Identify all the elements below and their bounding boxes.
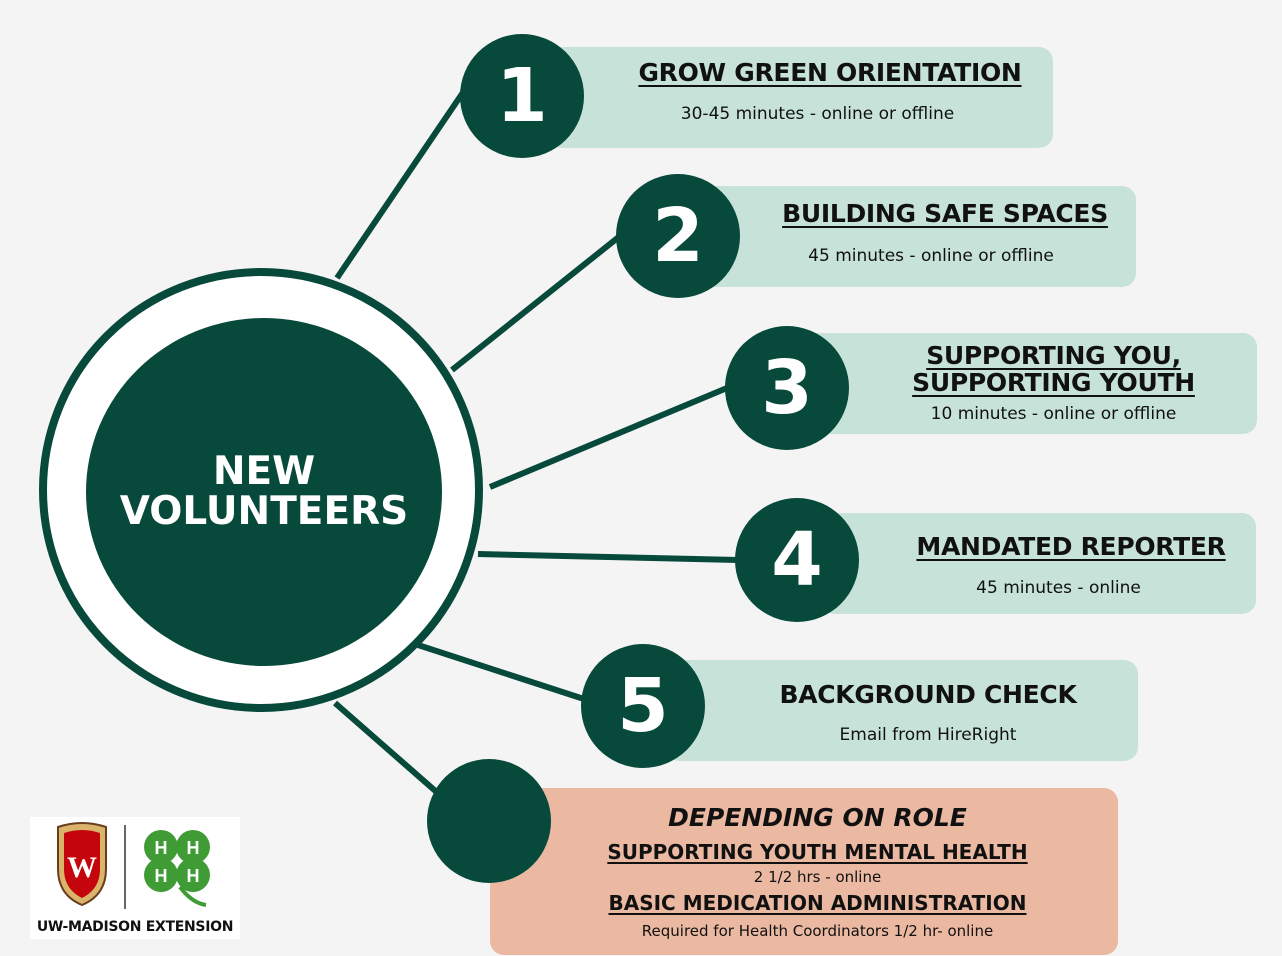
role-card: [490, 788, 1118, 955]
role-heading: DEPENDING ON ROLE: [668, 803, 967, 832]
step-subtitle-3: 10 minutes - online or offline: [930, 404, 1177, 424]
clover-letter-2: H: [187, 838, 200, 858]
role-item-1-title: SUPPORTING YOUTH MENTAL HEALTH: [607, 840, 1028, 864]
uw-crest-icon: W: [57, 822, 107, 907]
step-title-2: BUILDING SAFE SPACES: [782, 199, 1108, 228]
logo-caption: UW-MADISON EXTENSION: [36, 919, 234, 935]
step-number-4: 4: [735, 498, 859, 622]
step-card-2: [700, 186, 1136, 287]
clover-letter-3: H: [155, 866, 168, 886]
hub-label-line1: NEW: [212, 449, 316, 494]
hub-label: NEW VOLUNTEERS: [120, 452, 408, 532]
step-title-5: BACKGROUND CHECK: [779, 680, 1077, 709]
step-card-1: [548, 47, 1053, 148]
four-h-clover-icon: H H H H: [144, 830, 210, 907]
step-number-2: 2: [616, 174, 740, 298]
role-item-2-title: BASIC MEDICATION ADMINISTRATION: [608, 891, 1027, 915]
step-title-3: SUPPORTING YOU, SUPPORTING YOUTH: [880, 342, 1227, 396]
step-title-3-line2: SUPPORTING YOUTH: [912, 368, 1195, 397]
connector-2: [450, 233, 622, 373]
step-title-4: MANDATED REPORTER: [916, 532, 1226, 561]
connector-1: [334, 86, 469, 280]
step-title-1: GROW GREEN ORIENTATION: [638, 58, 1022, 87]
step-card-5: [665, 660, 1138, 761]
step-title-3-line1: SUPPORTING YOU,: [926, 341, 1181, 370]
hub-label-line2: VOLUNTEERS: [119, 489, 409, 534]
role-item-2-detail: Required for Health Coordinators 1/2 hr-…: [641, 922, 994, 940]
role-bullet-circle: [427, 759, 551, 883]
uw-madison-extension-logo: W H H H H UW-MADISON EXTENSION: [30, 817, 240, 939]
step-subtitle-2: 45 minutes - online or offline: [808, 246, 1054, 266]
step-card-3: [802, 333, 1257, 434]
crest-letter: W: [67, 851, 97, 884]
connector-3: [488, 385, 729, 490]
step-subtitle-1: 30-45 minutes - online or offline: [680, 104, 955, 124]
clover-letter-4: H: [187, 866, 200, 886]
logo-graphics: W H H H H: [57, 822, 210, 909]
connector-5: [417, 642, 588, 703]
step-number-1: 1: [460, 34, 584, 158]
connector-6: [333, 700, 442, 798]
step-card-4: [820, 513, 1256, 614]
step-number-5: 5: [581, 644, 705, 768]
hub-circle: NEW VOLUNTEERS: [86, 318, 442, 666]
role-item-1-detail: 2 1/2 hrs - online: [753, 868, 882, 886]
step-subtitle-4: 45 minutes - online: [976, 578, 1141, 598]
clover-letter-1: H: [155, 838, 168, 858]
connector-4: [477, 551, 739, 563]
step-subtitle-5: Email from HireRight: [839, 725, 1017, 745]
step-number-3: 3: [725, 326, 849, 450]
